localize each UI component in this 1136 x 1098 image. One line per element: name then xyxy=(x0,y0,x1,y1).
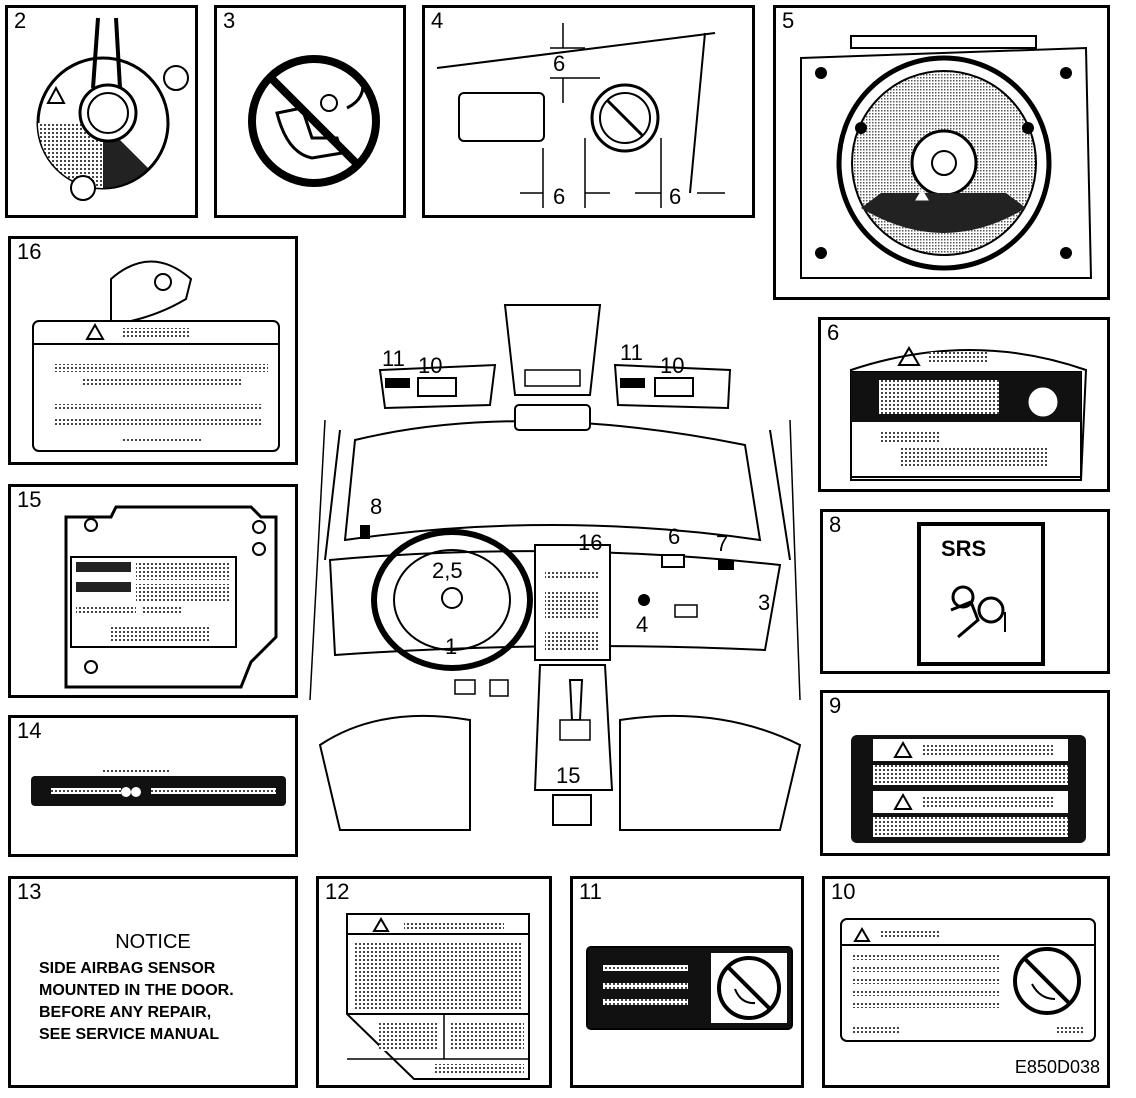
panel-16: 16 xyxy=(8,236,298,465)
strip-label xyxy=(31,768,286,806)
callout-8: 8 xyxy=(370,494,383,519)
panel-9: 9 xyxy=(820,690,1110,856)
panel-2: 2 xyxy=(5,5,198,218)
label-placement-diagram xyxy=(436,23,725,208)
warning-icon xyxy=(915,189,929,201)
panel-8: 8 SRS xyxy=(820,509,1110,674)
hang-tag-label xyxy=(32,260,280,452)
panel-3: 3 xyxy=(214,5,406,218)
dimension-bottom-right: 6 xyxy=(669,184,682,209)
figure-code: E850D038 xyxy=(1014,1057,1100,1077)
panel-number: 10 xyxy=(831,879,856,904)
panel-number: 14 xyxy=(17,718,42,743)
srs-label-border xyxy=(917,522,1045,666)
callout-7: 7 xyxy=(716,531,729,556)
callout-11-left: 11 xyxy=(382,346,405,371)
callout-10-left: 10 xyxy=(418,353,443,378)
warning-icon xyxy=(897,346,921,366)
panel-number: 3 xyxy=(223,8,236,33)
callout-2-5: 2,5 xyxy=(432,558,463,583)
notice-line: SIDE AIRBAG SENSOR xyxy=(39,960,216,977)
no-child-seat-icon xyxy=(248,55,380,187)
srs-label-text: SRS xyxy=(941,536,987,561)
panel-10: 10 xyxy=(822,876,1110,1088)
panel-5: 5 xyxy=(773,5,1110,300)
panel-number: 11 xyxy=(579,879,602,904)
notice-title: NOTICE xyxy=(115,931,191,953)
panel-14: 14 xyxy=(8,715,298,857)
panel-number: 15 xyxy=(17,487,42,512)
warning-icon xyxy=(893,792,913,810)
warning-icon xyxy=(853,927,871,942)
notice-line: BEFORE ANY REPAIR, xyxy=(39,1004,212,1021)
callout-6: 6 xyxy=(668,524,681,549)
callout-11-right: 11 xyxy=(620,340,643,365)
dimension-bottom-left: 6 xyxy=(553,184,566,209)
panel-6: 6 xyxy=(818,317,1110,492)
panel-number: 9 xyxy=(829,693,842,718)
panel-number: 12 xyxy=(325,879,350,904)
panel-number: 13 xyxy=(17,879,42,904)
callout-1: 1 xyxy=(445,634,458,659)
panel-15: 15 xyxy=(8,484,298,698)
panel-12: 12 xyxy=(316,876,552,1088)
callout-3: 3 xyxy=(758,590,771,615)
steering-wheel-airbag-illustration xyxy=(800,35,1093,279)
callout-10-right: 10 xyxy=(660,353,685,378)
warning-icon xyxy=(85,322,105,340)
notice-line: SEE SERVICE MANUAL xyxy=(39,1026,220,1043)
sensor-module-label xyxy=(64,505,278,689)
dual-warning-label xyxy=(851,735,1086,843)
cut-corner-label xyxy=(346,913,530,1080)
panel-number: 2 xyxy=(14,8,27,33)
notice-line: MOUNTED IN THE DOOR. xyxy=(39,982,234,999)
panel-number: 16 xyxy=(17,239,42,264)
warning-icon xyxy=(46,85,66,104)
panel-number: 6 xyxy=(827,320,840,345)
panel-number: 4 xyxy=(431,8,444,33)
callout-16: 16 xyxy=(578,530,603,555)
callout-15: 15 xyxy=(556,763,581,788)
panel-4: 4 6 6 6 xyxy=(422,5,755,218)
airbag-warning-label xyxy=(850,346,1088,481)
callout-4: 4 xyxy=(636,612,649,637)
visor-label-large xyxy=(840,918,1096,1042)
warning-icon xyxy=(893,740,913,758)
panel-number: 8 xyxy=(829,512,842,537)
dimension-top: 6 xyxy=(553,51,566,76)
panel-11: 11 xyxy=(570,876,804,1088)
clock-spring-illustration xyxy=(36,17,189,201)
warning-icon xyxy=(372,917,390,932)
visor-label-small xyxy=(586,946,793,1030)
panel-13: 13 NOTICE SIDE AIRBAG SENSOR MOUNTED IN … xyxy=(8,876,298,1088)
panel-number: 5 xyxy=(782,8,795,33)
